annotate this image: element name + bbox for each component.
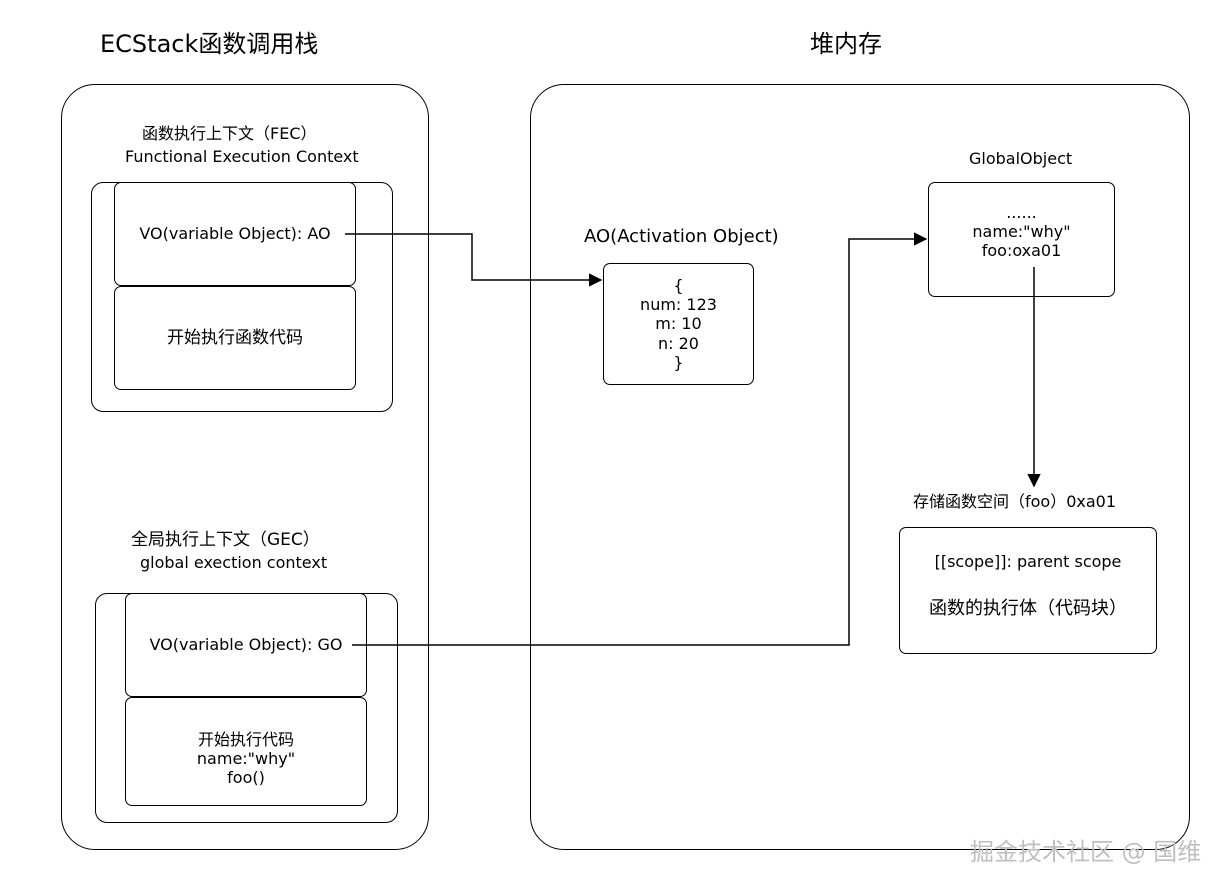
ao-line: m: 10 xyxy=(655,314,702,334)
gec-code-box: 开始执行代码 name:"why" foo() xyxy=(125,697,367,806)
ao-title: AO(Activation Object) xyxy=(584,226,779,247)
fec-title-en: Functional Execution Context xyxy=(125,147,359,166)
global-object-title: GlobalObject xyxy=(969,149,1073,168)
ao-line: { xyxy=(673,276,684,296)
global-object-line: ...... xyxy=(1006,203,1037,222)
heap-title: 堆内存 xyxy=(810,30,882,58)
gec-code-line: foo() xyxy=(227,768,265,788)
fec-code-box: 开始执行函数代码 xyxy=(114,286,356,390)
gec-vo-label: VO(variable Object): GO xyxy=(149,635,343,655)
gec-title-en: global exection context xyxy=(140,553,328,572)
foo-space-title: 存储函数空间（foo）0xa01 xyxy=(913,492,1117,511)
foo-space-box: [[scope]]: parent scope 函数的执行体（代码块） xyxy=(899,527,1157,654)
ao-box: { num: 123 m: 10 n: 20 } xyxy=(603,263,754,385)
fec-code-label: 开始执行函数代码 xyxy=(167,327,303,348)
ao-line: n: 20 xyxy=(658,333,699,353)
ao-line: num: 123 xyxy=(640,295,717,315)
global-object-line: name:"why" xyxy=(972,222,1071,242)
watermark: 掘金技术社区 @ 国维 xyxy=(970,838,1202,866)
gec-title-cn: 全局执行上下文（GEC） xyxy=(131,530,320,550)
ao-line: } xyxy=(673,352,684,372)
global-object-line: foo:oxa01 xyxy=(981,241,1062,261)
ecstack-title: ECStack函数调用栈 xyxy=(100,30,319,58)
fec-vo-box: VO(variable Object): AO xyxy=(114,182,356,286)
foo-body-line: 函数的执行体（代码块） xyxy=(929,598,1127,619)
fec-title-cn: 函数执行上下文（FEC） xyxy=(142,124,317,143)
gec-code-line: name:"why" xyxy=(196,748,296,768)
gec-code-line: 开始执行代码 xyxy=(197,729,294,749)
global-object-box: ...... name:"why" foo:oxa01 xyxy=(928,182,1115,297)
foo-scope-line: [[scope]]: parent scope xyxy=(934,552,1122,571)
gec-vo-box: VO(variable Object): GO xyxy=(125,593,367,697)
fec-vo-label: VO(variable Object): AO xyxy=(139,224,331,244)
